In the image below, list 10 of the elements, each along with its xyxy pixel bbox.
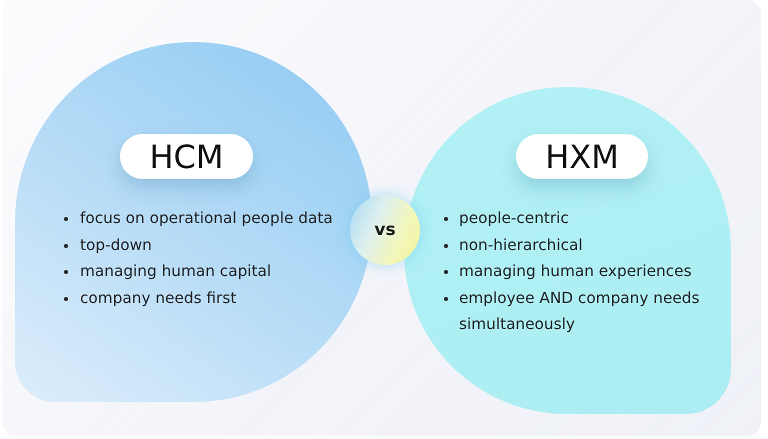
list-item-text: managing human capital <box>80 261 272 282</box>
list-item-text: company needs first <box>80 288 236 308</box>
list-item-text: managing human experiences <box>459 261 692 282</box>
list-item-text: focus on operational people data <box>80 208 333 229</box>
list-item-text: people-centric <box>459 208 569 229</box>
list-item-text: top-down <box>80 234 152 256</box>
list-item-text: employee AND company needs simultaneously <box>459 288 700 335</box>
heading-pill: HCM <box>120 134 253 179</box>
heading-pill: HXM <box>516 134 648 179</box>
list-item-text: non-hierarchical <box>459 234 583 256</box>
